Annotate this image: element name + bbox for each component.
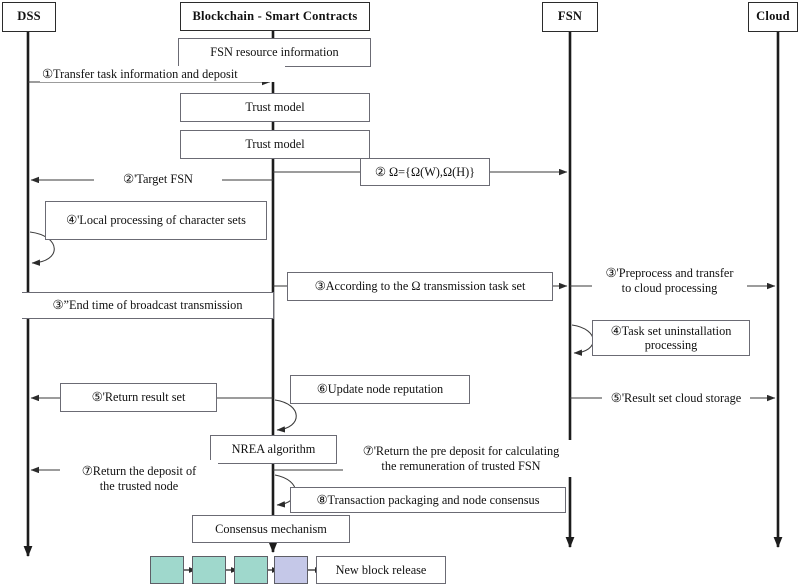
step-result-set-cloud-storage-label: ⑤'Result set cloud storage	[602, 389, 750, 407]
step-transaction-packaging[interactable]: ⑧Transaction packaging and node consensu…	[290, 487, 566, 513]
step-transfer-task-label: ①Transfer task information and deposit	[40, 66, 285, 82]
step-update-node-reputation[interactable]: ⑥Update node reputation	[290, 375, 470, 404]
step-fsn-resource-information[interactable]: FSN resource information	[178, 38, 371, 67]
step-trust-model-1[interactable]: Trust model	[180, 93, 370, 122]
step-nrea-algorithm[interactable]: NREA algorithm	[210, 435, 337, 464]
actor-blockchain[interactable]: Blockchain - Smart Contracts	[180, 2, 370, 31]
actor-cloud[interactable]: Cloud	[748, 2, 798, 32]
arrow-update-reputation-selfloop	[274, 399, 297, 433]
step-trust-model-2[interactable]: Trust model	[180, 130, 370, 159]
step-end-time-broadcast[interactable]: ③”End time of broadcast transmission	[22, 292, 274, 319]
actor-fsn[interactable]: FSN	[542, 2, 598, 32]
step-new-block-release[interactable]: New block release	[316, 556, 446, 584]
chain-block-4[interactable]	[274, 556, 308, 584]
step-target-fsn-label: ②'Target FSN	[94, 170, 222, 188]
step-local-processing[interactable]: ④'Local processing of character sets	[45, 201, 267, 240]
step-return-result-set[interactable]: ⑤'Return result set	[60, 383, 217, 412]
step-according-omega[interactable]: ③According to the Ω transmission task se…	[287, 272, 553, 301]
step-return-pre-deposit-label: ⑦'Return the pre deposit for calculating…	[343, 440, 579, 477]
actor-dss[interactable]: DSS	[2, 2, 56, 32]
step-consensus-mechanism[interactable]: Consensus mechanism	[192, 515, 350, 543]
chain-block-2[interactable]	[192, 556, 226, 584]
chain-block-3[interactable]	[234, 556, 268, 584]
step-omega-set[interactable]: ② Ω={Ω(W),Ω(H)}	[360, 158, 490, 186]
arrow-task-uninstall-selfloop	[571, 324, 594, 356]
chain-block-1[interactable]	[150, 556, 184, 584]
